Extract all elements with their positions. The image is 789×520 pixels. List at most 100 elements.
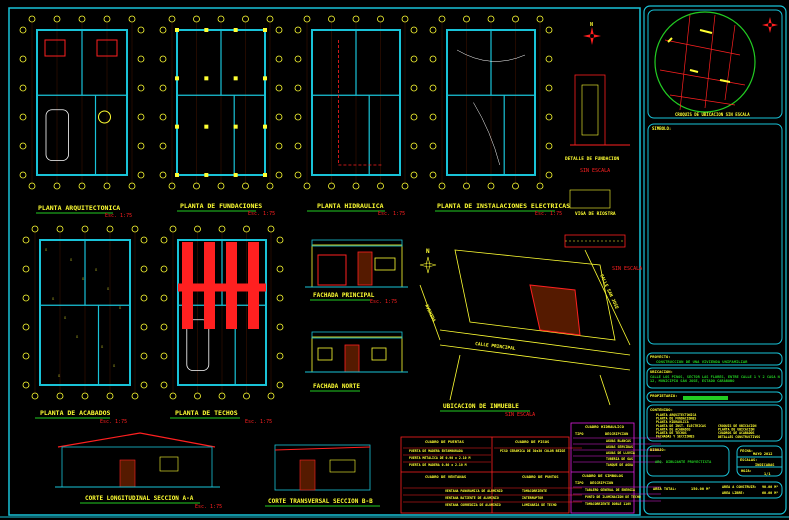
finish-mark: △ [82, 276, 85, 280]
grid-bubble [294, 142, 302, 150]
grid-bubble [276, 381, 284, 389]
drawing-title: PLANTA HIDRAULICA [317, 202, 384, 210]
planta-fundaciones [159, 15, 283, 190]
bed-symbol [44, 39, 66, 57]
grid-bubble [193, 15, 200, 23]
grid-bubble [78, 182, 86, 190]
drawing-title: PLANTA DE ACABADOS [40, 409, 111, 417]
grid-bubble [438, 15, 446, 23]
location-map-streets [659, 14, 746, 111]
area-total-label: AREA TOTAL: [653, 487, 677, 491]
plans-layer: △△△△△△△△△△△△ [19, 15, 553, 400]
detail-scale: SIN ESCALA [580, 168, 610, 174]
grid-bubble [410, 171, 418, 179]
contenido-item: PLANTA ARQUITECTONICA [656, 413, 696, 417]
grid-bubble [275, 55, 283, 63]
drawing-scale: Esc. 1:75 [370, 299, 397, 305]
grid-bubble [303, 15, 311, 23]
table-symbol [98, 110, 111, 124]
location-map-circle [654, 11, 756, 113]
grid-bubble [159, 55, 167, 63]
grid-bubble [275, 113, 283, 121]
proyecto-label: PROYECTO: [650, 354, 671, 359]
label-planta-arquitectonica: PLANTA ARQUITECTONICA Esc. 1:75 [36, 204, 132, 219]
grid-bubble [28, 182, 36, 190]
table-title: CUADRO DE PISOS [515, 439, 550, 444]
drawing-title: CORTE TRANSVERSAL SECCION B-B [268, 498, 373, 505]
escalas-value: INDICADAS [755, 463, 774, 467]
grid-bubble [536, 182, 544, 190]
grid-bubble [159, 26, 167, 34]
column-footing [263, 76, 267, 81]
table-row: PUERTA METALICA DE 0.90 x 2.10 M [409, 456, 470, 460]
ubicacion-box [646, 367, 783, 389]
grid-bubble [137, 55, 145, 63]
grid-bubble [140, 236, 148, 244]
drawing-scale: Esc. 1:75 [248, 211, 275, 217]
grid-bubble [22, 381, 30, 389]
drawing-title: PLANTA DE TECHOS [175, 409, 238, 417]
drawing-scale: Esc. 1:75 [535, 211, 562, 217]
grid-bubble [377, 182, 384, 190]
grid-bubble [512, 15, 519, 23]
propietario-box [646, 391, 783, 403]
grid-bubble [140, 381, 148, 389]
grid-bubble [22, 265, 30, 273]
finish-mark: △ [52, 296, 55, 300]
table-row: AGUAS DE LLUVIA [606, 451, 635, 455]
grid-bubble [512, 182, 519, 190]
grid-bubble [22, 323, 30, 331]
column-footing [263, 173, 267, 177]
column-footing [175, 76, 179, 81]
planta-acabados: △△△△△△△△△△△△ [22, 225, 148, 400]
grid-bubble [429, 142, 437, 150]
grid-bubble [328, 182, 335, 190]
grid-bubble [410, 26, 418, 34]
grid-bubble [194, 392, 201, 400]
grid-bubble [294, 84, 302, 92]
contenido-item: FACHADAS Y SECCIONES [656, 435, 694, 439]
grid-bubble [137, 171, 145, 179]
grid-bubble [28, 15, 36, 23]
grid-bubble [266, 15, 274, 23]
finish-mark: △ [45, 247, 48, 251]
grid-bubble [19, 55, 27, 63]
north-label: N [426, 248, 430, 255]
grid-bubble [487, 15, 495, 23]
grid-bubble [276, 294, 284, 302]
column-footing [204, 76, 209, 81]
grid-bubble [275, 84, 283, 92]
grid-bubble [31, 225, 39, 233]
ubicacion-label: UBICACION: [650, 369, 673, 374]
drawing-title: FACHADA NORTE [313, 383, 360, 390]
label-planta-electrica: PLANTA DE INSTALACIONES ELECTRICAS Esc. … [435, 202, 570, 217]
drawing-scale: SIN ESCALA [505, 412, 535, 418]
grid-bubble [19, 113, 27, 121]
contenido-item: PLANTA DE ACABADOS [656, 427, 691, 431]
grid-bubble [352, 182, 360, 190]
grid-bubble [56, 392, 64, 400]
grid-bubble [22, 352, 30, 360]
corte-longitudinal: CORTE LONGITUDINAL SECCION A-A Esc. 1:75 [55, 432, 222, 510]
grid-bubble [429, 55, 437, 63]
drawing-title: PLANTA DE FUNDACIONES [180, 202, 262, 210]
grid-bubble [275, 142, 283, 150]
table-row: VENTANA CORREDIZA DE ALUMINIO [445, 503, 501, 507]
grid-bubble [275, 171, 283, 179]
grid-bubble [19, 84, 27, 92]
grid-bubble [160, 381, 168, 389]
grid-bubble [140, 352, 148, 360]
grid-bubble [106, 225, 114, 233]
grid-bubble [140, 294, 148, 302]
title-block-frame [643, 5, 787, 515]
dibujo-value: ARQ. DIBUJANTE PROYECTISTA [655, 460, 712, 464]
contenido-item: DETALLES CONSTRUCTIVOS [718, 435, 760, 439]
grid-bubble [137, 113, 145, 121]
grid-bubble [168, 182, 176, 190]
grid-bubble [401, 182, 409, 190]
table-row: TOMACORRIENTE DOBLE 110V [585, 502, 631, 506]
column-footing [263, 124, 267, 129]
drawing-scale: Esc. 1:75 [195, 504, 222, 510]
grid-bubble [137, 84, 145, 92]
planta-arquitectonica [19, 15, 145, 190]
